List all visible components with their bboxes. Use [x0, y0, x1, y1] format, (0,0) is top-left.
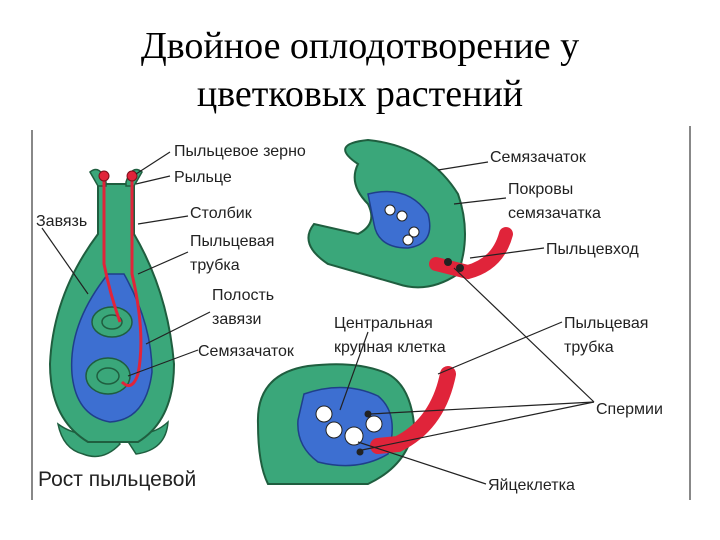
- fertilization-diagram: Пыльцевое зерно Рыльце Завязь Столбик Пы…: [28, 124, 694, 500]
- label-micropyle: Пыльцевход: [546, 241, 639, 258]
- label-sperm: Спермии: [596, 401, 663, 418]
- leader-sperm-2: [369, 401, 595, 415]
- leader-sperm-3: [361, 401, 595, 451]
- leader-ovule-top: [437, 161, 489, 171]
- label-style: Столбик: [190, 205, 253, 222]
- leader-central: [339, 331, 369, 411]
- label-pollen-tube-right-2: трубка: [564, 339, 614, 356]
- title-line-1: Двойное оплодотворение у: [140, 25, 580, 67]
- label-central-cell-2: крупная клетка: [334, 339, 446, 356]
- caption-pollen-growth: Рост пыльцевой: [38, 468, 196, 491]
- sperm-top-2: [456, 264, 464, 272]
- pollen-grain-left: [98, 170, 110, 182]
- leader-lines: [41, 151, 595, 485]
- leader-micropyle: [469, 247, 545, 259]
- sperm-top-1: [444, 258, 452, 266]
- cell-c: [344, 426, 364, 446]
- cell-2: [396, 210, 408, 222]
- leader-ovule-left: [127, 349, 199, 377]
- label-ovule-top: Семязачаток: [490, 149, 587, 166]
- label-integuments-1: Покровы: [508, 181, 573, 198]
- leader-cavity: [145, 311, 211, 345]
- cell-d: [365, 415, 383, 433]
- ovule-lower-inner: [96, 367, 120, 385]
- pollen-tube-top: [429, 227, 513, 280]
- pollen-tube-left: [102, 180, 122, 323]
- cell-1: [384, 204, 396, 216]
- page-title: Двойное оплодотворение у цветковых расте…: [0, 22, 720, 118]
- ovule-upper-inner: [101, 314, 123, 330]
- label-ovary-cavity-2: завязи: [212, 311, 262, 328]
- label-central-cell-1: Центральная: [334, 315, 433, 332]
- label-pollen-tube-right-1: Пыльцевая: [564, 315, 648, 332]
- embryo-sac-drawing: [256, 363, 456, 485]
- label-pollen-tube-2: трубка: [190, 257, 240, 274]
- leader-style: [137, 215, 189, 225]
- leader-tube-right: [437, 321, 563, 375]
- label-egg: Яйцеклетка: [488, 477, 575, 494]
- title-line-2: цветковых растений: [196, 73, 524, 115]
- label-ovule-left: Семязачаток: [198, 343, 295, 360]
- label-stigma: Рыльце: [174, 169, 232, 186]
- cell-a: [315, 405, 333, 423]
- leader-ovary: [41, 227, 89, 295]
- sperm-bottom-1: [364, 410, 372, 418]
- label-ovary: Завязь: [36, 213, 87, 230]
- leader-egg: [357, 441, 487, 485]
- label-pollen-grain: Пыльцевое зерно: [174, 143, 306, 160]
- pollen-grain-right: [126, 170, 138, 182]
- sperm-bottom-2: [356, 448, 364, 456]
- leader-integuments: [453, 197, 507, 205]
- leader-pollen-grain: [135, 151, 171, 175]
- pistil-drawing: [48, 168, 176, 458]
- pollen-tube-bottom: [370, 366, 456, 454]
- pollen-tube-right: [120, 180, 143, 388]
- cell-4: [402, 234, 414, 246]
- label-pollen-tube-1: Пыльцевая: [190, 233, 274, 250]
- cell-3: [408, 226, 420, 238]
- ovule-lower: [85, 357, 131, 395]
- ovule-upper: [91, 306, 133, 338]
- label-integuments-2: семязачатка: [508, 205, 601, 222]
- ovule-drawing: [307, 138, 513, 289]
- diagram-svg: Пыльцевое зерно Рыльце Завязь Столбик Пы…: [31, 126, 691, 500]
- cell-b: [325, 421, 343, 439]
- leader-stigma: [135, 175, 171, 185]
- leader-sperm-1: [453, 267, 595, 403]
- leader-tube: [137, 251, 189, 275]
- label-ovary-cavity-1: Полость: [212, 287, 274, 304]
